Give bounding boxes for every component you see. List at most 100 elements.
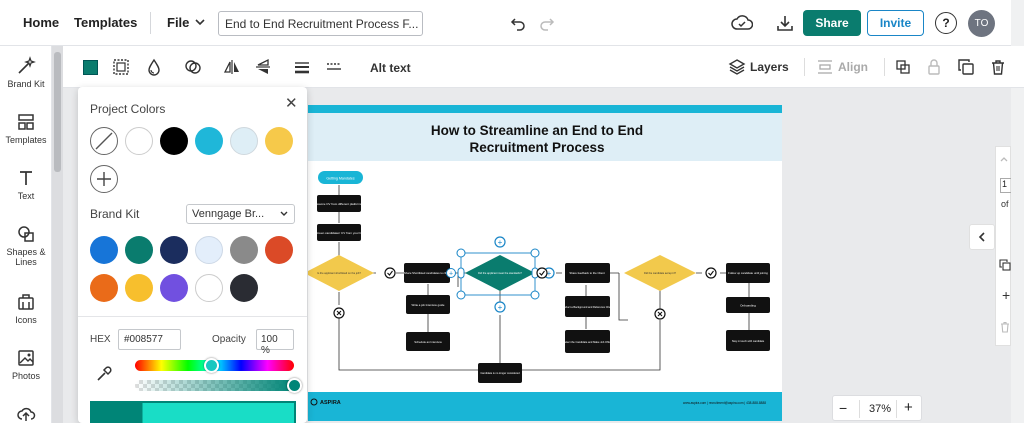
- brand-kit-selected: Venngage Br...: [192, 208, 265, 220]
- line-weight-icon[interactable]: [293, 58, 311, 76]
- group-icon[interactable]: [894, 58, 912, 76]
- zoom-level[interactable]: 37%: [869, 403, 892, 415]
- close-icon[interactable]: ✕: [285, 95, 298, 112]
- chevron-down-icon[interactable]: [194, 16, 206, 28]
- node-source-cv: Source CV from different platforms: [316, 202, 363, 206]
- sidebar-item-text[interactable]: Text: [0, 168, 52, 201]
- brand-color-swatch[interactable]: [195, 236, 223, 264]
- infographic-title-line1: How to Streamline an End to End: [431, 123, 643, 138]
- trash-icon[interactable]: [989, 58, 1007, 76]
- chevron-up-icon[interactable]: [999, 155, 1009, 163]
- svg-text:+: +: [547, 269, 552, 278]
- delete-page-icon[interactable]: [999, 321, 1011, 333]
- align-icon[interactable]: [816, 58, 834, 76]
- hex-input[interactable]: #008577: [118, 329, 181, 350]
- redo-icon[interactable]: [537, 13, 557, 33]
- sidebar-item-icons[interactable]: Icons: [0, 292, 52, 325]
- opacity-slider[interactable]: [135, 380, 294, 391]
- help-icon[interactable]: ?: [935, 12, 957, 34]
- layers-icon[interactable]: [728, 58, 746, 76]
- duplicate-icon[interactable]: [957, 58, 975, 76]
- node-onboarding: Onboarding: [740, 304, 756, 308]
- chevron-down-icon: [280, 211, 288, 216]
- sidebar-item-label: Shapes & Lines: [6, 247, 46, 267]
- eyedropper-icon[interactable]: [95, 365, 113, 383]
- color-preview: [90, 401, 296, 423]
- flip-horizontal-icon[interactable]: [223, 58, 241, 76]
- design-canvas[interactable]: How to Streamline an End to End Recruitm…: [308, 105, 782, 421]
- node-shortlisted-question: Is the applicant shortlisted on the job?: [317, 271, 361, 275]
- brand-color-swatch[interactable]: [230, 274, 258, 302]
- node-getting-mandates: Getting Mandates: [326, 177, 355, 181]
- alt-text-button[interactable]: Alt text: [370, 61, 411, 75]
- sidebar-item-brand-kit[interactable]: Brand Kit: [0, 56, 52, 89]
- zoom-in-button[interactable]: +: [904, 399, 913, 416]
- sidebar-item-upload[interactable]: [0, 404, 52, 423]
- invite-button[interactable]: Invite: [867, 10, 924, 36]
- download-icon[interactable]: [774, 12, 796, 34]
- brand-color-swatch[interactable]: [125, 236, 153, 264]
- document-title-input[interactable]: End to End Recruitment Process F...: [218, 11, 423, 36]
- brand-color-swatch[interactable]: [125, 274, 153, 302]
- footer-brand: ASPIRA: [320, 400, 341, 406]
- border-icon[interactable]: [112, 58, 130, 76]
- lock-icon[interactable]: [925, 58, 943, 76]
- brand-color-swatch[interactable]: [160, 236, 188, 264]
- brand-color-swatch[interactable]: [195, 274, 223, 302]
- scrollbar: [1011, 0, 1024, 46]
- project-color-swatch[interactable]: [265, 127, 293, 155]
- svg-text:+: +: [498, 238, 503, 247]
- opacity-drop-icon[interactable]: [145, 58, 163, 76]
- opacity-label: Opacity: [212, 334, 246, 345]
- collapse-panel-button[interactable]: [969, 224, 995, 250]
- chevron-left-icon: [978, 232, 985, 242]
- project-color-swatch[interactable]: [160, 127, 188, 155]
- home-link[interactable]: Home: [23, 15, 60, 30]
- shapes-icon: [18, 226, 34, 242]
- fill-color-swatch[interactable]: [83, 60, 98, 75]
- divider: [804, 58, 805, 76]
- brand-color-swatch[interactable]: [90, 236, 118, 264]
- upload-icon: [17, 407, 36, 421]
- add-color-button[interactable]: [90, 165, 118, 193]
- zoom-out-button[interactable]: −: [839, 400, 848, 416]
- canvas-scrollbar[interactable]: [1011, 88, 1024, 423]
- project-color-swatch[interactable]: [125, 127, 153, 155]
- no-color-swatch[interactable]: [90, 127, 118, 155]
- svg-text:+: +: [498, 303, 503, 312]
- file-menu[interactable]: File: [167, 15, 190, 30]
- templates-link[interactable]: Templates: [74, 15, 138, 30]
- layers-button[interactable]: Layers: [750, 60, 789, 74]
- sidebar-item-label: Text: [17, 191, 35, 201]
- share-button[interactable]: Share: [803, 10, 861, 36]
- node-follow-up: Follow up candidate until joining: [728, 271, 768, 275]
- node-screen-candidates: Screen candidates' CV from your list: [315, 231, 364, 235]
- flip-vertical-icon[interactable]: [254, 58, 272, 76]
- brand-color-swatch[interactable]: [265, 236, 293, 264]
- brand-color-swatch[interactable]: [230, 236, 258, 264]
- sidebar-item-shapes[interactable]: Shapes & Lines: [0, 224, 52, 267]
- sidebar-item-photos[interactable]: Photos: [0, 348, 52, 381]
- page-number-input[interactable]: 1: [1000, 178, 1012, 193]
- cloud-save-icon[interactable]: [730, 12, 754, 34]
- line-style-icon[interactable]: [325, 58, 343, 76]
- top-bar: Home Templates File End to End Recruitme…: [0, 0, 1024, 46]
- brand-kit-select[interactable]: Venngage Br...: [186, 204, 295, 224]
- copy-page-icon[interactable]: [999, 259, 1011, 271]
- zoom-control: − 37% +: [832, 395, 922, 421]
- undo-icon[interactable]: [508, 13, 528, 33]
- opacity-slider-handle[interactable]: [287, 378, 302, 393]
- avatar[interactable]: TO: [968, 10, 995, 37]
- project-color-swatch[interactable]: [230, 127, 258, 155]
- effects-icon[interactable]: [184, 58, 202, 76]
- project-color-swatch[interactable]: [195, 127, 223, 155]
- brand-color-swatch[interactable]: [160, 274, 188, 302]
- sidebar-item-label: Icons: [15, 315, 37, 325]
- sidebar-scrollbar[interactable]: [52, 46, 63, 423]
- sidebar-item-templates[interactable]: Templates: [0, 112, 52, 145]
- add-page-icon[interactable]: +: [1002, 287, 1011, 303]
- align-button[interactable]: Align: [838, 60, 868, 74]
- hue-slider-handle[interactable]: [204, 358, 219, 373]
- opacity-input[interactable]: 100 %: [256, 329, 294, 356]
- brand-color-swatch[interactable]: [90, 274, 118, 302]
